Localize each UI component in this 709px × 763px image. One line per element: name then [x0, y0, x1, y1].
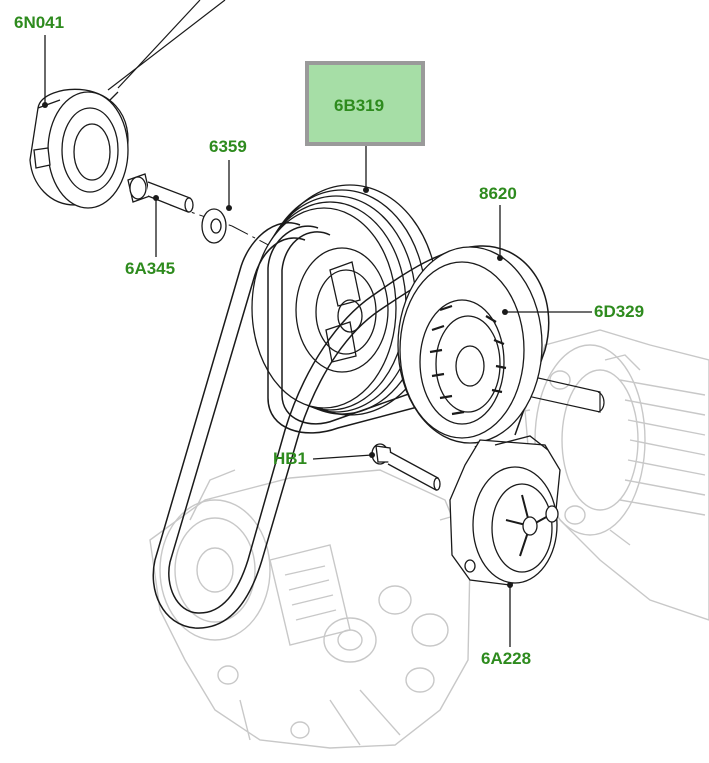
callout-leader-lines	[44, 35, 592, 647]
tensioner-bolt-part[interactable]	[371, 443, 441, 492]
callout-HB1[interactable]: HB1	[273, 449, 308, 468]
idler-pulley-part[interactable]	[397, 246, 543, 444]
highlighted-callout-box: 6B319	[305, 61, 425, 146]
callout-6B319[interactable]: 6B319	[334, 96, 385, 115]
callout-6A345[interactable]: 6A345	[125, 259, 176, 278]
callout-6N041[interactable]: 6N041	[14, 13, 65, 32]
callout-6359[interactable]: 6359	[209, 137, 247, 156]
callout-leader-dots	[42, 102, 513, 588]
belt-tensioner-part[interactable]	[449, 435, 561, 586]
crankshaft-bolt-part[interactable]	[127, 173, 194, 213]
ac-compressor-outline	[149, 469, 471, 749]
callout-8620[interactable]: 8620	[479, 184, 517, 203]
upper-reference-lines	[107, 0, 226, 91]
callout-6A228[interactable]: 6A228	[481, 649, 532, 668]
callout-6D329[interactable]: 6D329	[594, 302, 645, 321]
crankshaft-front-seal-part[interactable]	[29, 88, 129, 209]
crankshaft-pulley-part[interactable]	[251, 184, 439, 416]
washer-part[interactable]	[201, 208, 227, 244]
